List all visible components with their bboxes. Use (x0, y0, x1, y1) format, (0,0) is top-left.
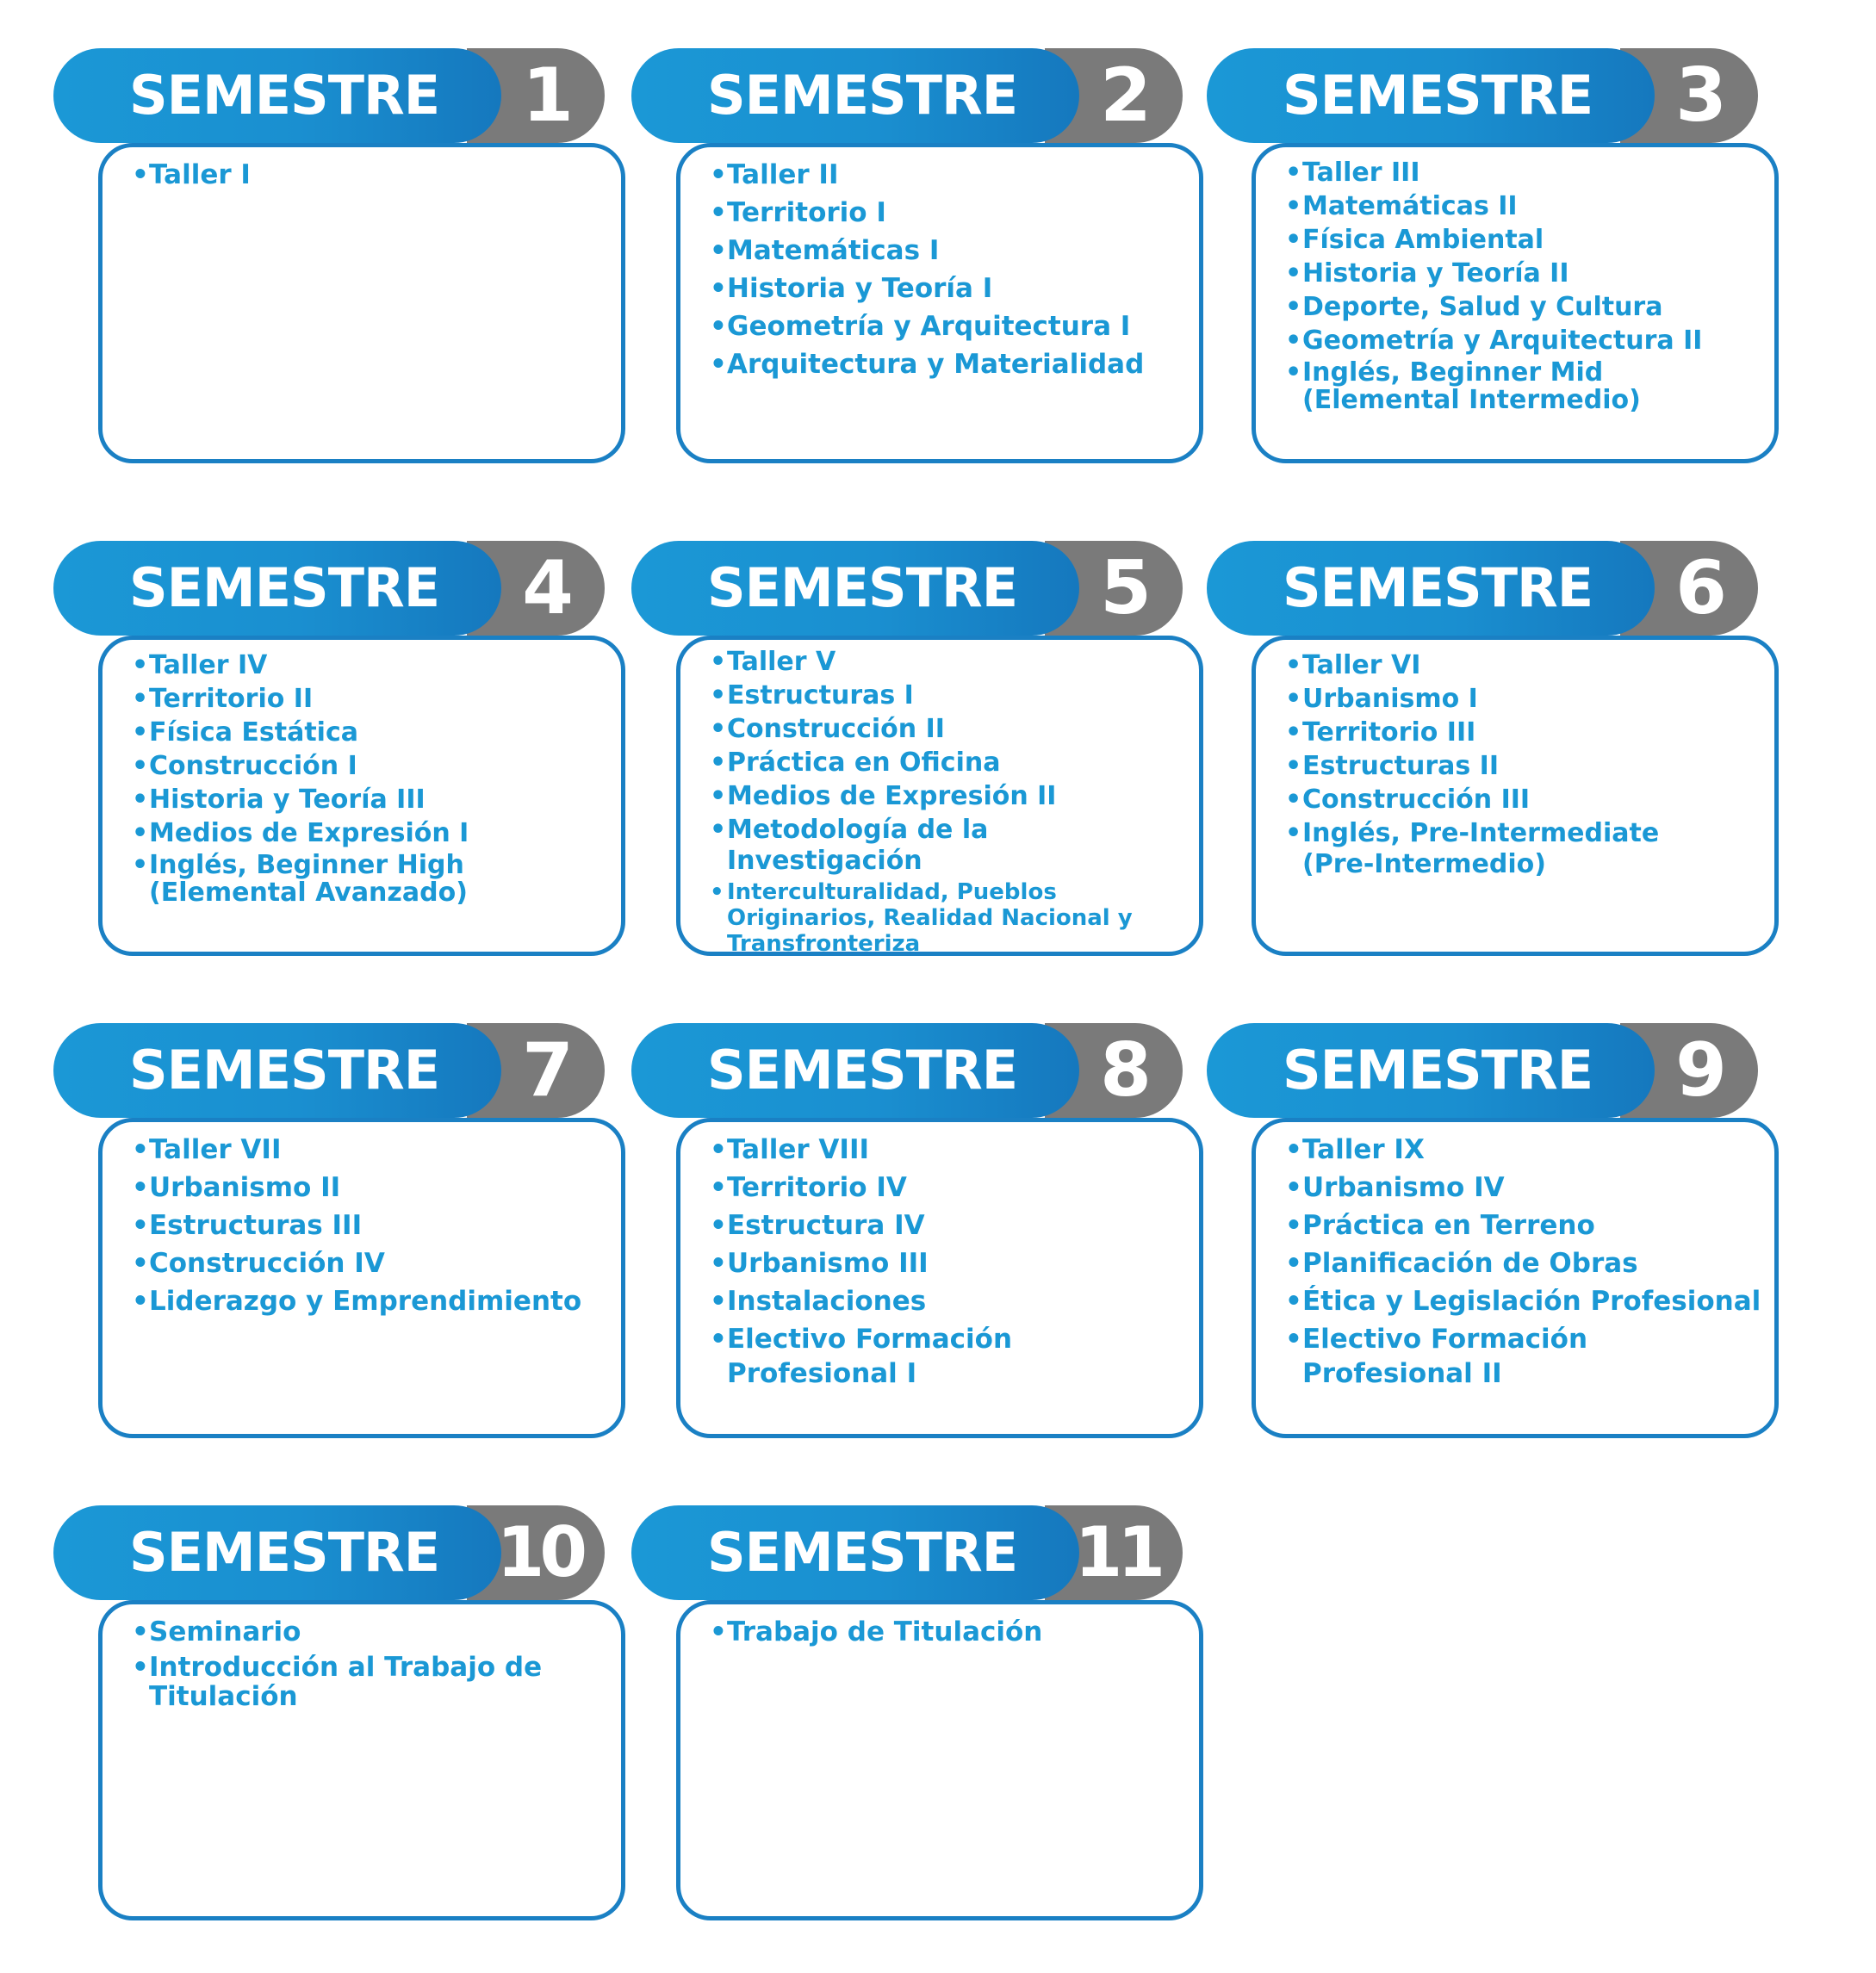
subjects-box: Trabajo de Titulación (676, 1600, 1203, 1920)
subjects-box: Taller VII Urbanismo II Estructuras III … (98, 1118, 625, 1438)
subject-item: Historia y Teoría I (710, 271, 1189, 306)
semester-card-5: 5 SEMESTRE Taller V Estructuras I Constr… (631, 541, 1203, 961)
subject-list: Seminario Introducción al Trabajo de Tit… (132, 1615, 611, 1715)
subject-item: Taller IV (132, 650, 611, 681)
subject-item: Taller I (132, 158, 611, 192)
subject-list: Taller II Territorio I Matemáticas I His… (710, 158, 1189, 385)
subject-item: Introducción al Trabajo de Titulación (132, 1653, 611, 1711)
subject-item: Arquitectura y Materialidad (710, 347, 1189, 382)
semester-title: SEMESTRE (53, 1505, 501, 1600)
subjects-box: Seminario Introducción al Trabajo de Tit… (98, 1600, 625, 1920)
subject-item: Ética y Legislación Profesional (1285, 1284, 1764, 1318)
subject-item: Territorio III (1285, 717, 1764, 748)
semester-card-1: 1 SEMESTRE Taller I (53, 48, 625, 468)
semester-title: SEMESTRE (53, 541, 501, 636)
subject-item: Urbanismo I (1285, 684, 1764, 715)
semester-card-4: 4 SEMESTRE Taller IV Territorio II Físic… (53, 541, 625, 961)
semester-card-9: 9 SEMESTRE Taller IX Urbanismo IV Prácti… (1207, 1023, 1779, 1443)
subject-item: Medios de Expresión I (132, 818, 611, 849)
subjects-box: Taller IX Urbanismo IV Práctica en Terre… (1252, 1118, 1779, 1438)
subject-item: Electivo Formación Profesional II (1285, 1322, 1764, 1391)
subject-item: Estructura IV (710, 1208, 1189, 1243)
subject-item: Estructuras II (1285, 751, 1764, 782)
semester-card-7: 7 SEMESTRE Taller VII Urbanismo II Estru… (53, 1023, 625, 1443)
semester-card-3: 3 SEMESTRE Taller III Matemáticas II Fís… (1207, 48, 1779, 468)
subject-item: Metodología de la Investigación (710, 815, 1189, 877)
semester-title: SEMESTRE (1207, 541, 1655, 636)
subject-item: Construcción III (1285, 785, 1764, 816)
subject-list: Taller VII Urbanismo II Estructuras III … (132, 1132, 611, 1322)
subjects-box: Taller VIII Territorio IV Estructura IV … (676, 1118, 1203, 1438)
subject-item: Estructuras I (710, 680, 1189, 711)
subject-list: Taller IV Territorio II Física Estática … (132, 650, 611, 909)
semester-title: SEMESTRE (631, 541, 1079, 636)
subject-item: Historia y Teoría III (132, 785, 611, 816)
subject-item: Práctica en Terreno (1285, 1208, 1764, 1243)
subject-item: Física Estática (132, 717, 611, 748)
subjects-box: Taller II Territorio I Matemáticas I His… (676, 143, 1203, 463)
subject-list: Taller I (132, 158, 611, 195)
subject-item: Construcción IV (132, 1246, 611, 1281)
subject-item: Construcción I (132, 751, 611, 782)
subject-item: Matemáticas I (710, 233, 1189, 268)
semester-card-11: 11 SEMESTRE Trabajo de Titulación (631, 1505, 1203, 1926)
subject-item: Taller VII (132, 1132, 611, 1167)
subject-list: Taller III Matemáticas II Física Ambient… (1285, 158, 1764, 417)
subject-list: Taller VI Urbanismo I Territorio III Est… (1285, 650, 1764, 883)
subject-list: Taller VIII Territorio IV Estructura IV … (710, 1132, 1189, 1394)
subject-item: Geometría y Arquitectura I (710, 309, 1189, 344)
subject-item: Territorio IV (710, 1170, 1189, 1205)
subject-list: Taller V Estructuras I Construcción II P… (710, 647, 1189, 959)
subject-item: Urbanismo III (710, 1246, 1189, 1281)
subject-item: Taller III (1285, 158, 1764, 189)
subject-item: Trabajo de Titulación (710, 1615, 1189, 1649)
subject-item: Geometría y Arquitectura II (1285, 326, 1764, 357)
semester-card-8: 8 SEMESTRE Taller VIII Territorio IV Est… (631, 1023, 1203, 1443)
subject-item: Matemáticas II (1285, 191, 1764, 222)
subject-item: Inglés, Pre-Intermediate (Pre-Intermedio… (1285, 818, 1764, 880)
subject-list: Trabajo de Titulación (710, 1615, 1189, 1653)
subject-item: Urbanismo II (132, 1170, 611, 1205)
subject-item: Interculturalidad, Pueblos Originarios, … (710, 879, 1189, 957)
subject-item: Taller IX (1285, 1132, 1764, 1167)
subject-item: Deporte, Salud y Cultura (1285, 292, 1764, 323)
subject-item: Territorio II (132, 684, 611, 715)
subject-item: Taller II (710, 158, 1189, 192)
subject-item: Física Ambiental (1285, 225, 1764, 256)
subject-item: Historia y Teoría II (1285, 258, 1764, 289)
semester-card-2: 2 SEMESTRE Taller II Territorio I Matemá… (631, 48, 1203, 468)
subject-item: Taller VI (1285, 650, 1764, 681)
subject-item: Territorio I (710, 195, 1189, 230)
semester-title: SEMESTRE (631, 48, 1079, 143)
subjects-box: Taller V Estructuras I Construcción II P… (676, 636, 1203, 959)
subject-item: Inglés, Beginner High (Elemental Avanzad… (132, 852, 611, 907)
subject-item: Urbanismo IV (1285, 1170, 1764, 1205)
semester-card-10: 10 SEMESTRE Seminario Introducción al Tr… (53, 1505, 625, 1926)
subject-list: Taller IX Urbanismo IV Práctica en Terre… (1285, 1132, 1764, 1394)
subject-item: Estructuras III (132, 1208, 611, 1243)
subjects-box: Taller III Matemáticas II Física Ambient… (1252, 143, 1779, 463)
semester-card-6: 6 SEMESTRE Taller VI Urbanismo I Territo… (1207, 541, 1779, 961)
subject-item: Taller V (710, 647, 1189, 678)
semester-title: SEMESTRE (1207, 48, 1655, 143)
subject-item: Medios de Expresión II (710, 781, 1189, 812)
subject-item: Liderazgo y Emprendimiento (132, 1284, 611, 1318)
subject-item: Inglés, Beginner Mid (Elemental Intermed… (1285, 359, 1764, 414)
subject-item: Instalaciones (710, 1284, 1189, 1318)
subject-item: Electivo Formación Profesional I (710, 1322, 1189, 1391)
semester-title: SEMESTRE (1207, 1023, 1655, 1118)
semester-title: SEMESTRE (631, 1505, 1079, 1600)
semester-title: SEMESTRE (53, 48, 501, 143)
subject-item: Construcción II (710, 714, 1189, 745)
semester-title: SEMESTRE (631, 1023, 1079, 1118)
subjects-box: Taller IV Territorio II Física Estática … (98, 636, 625, 956)
subject-item: Práctica en Oficina (710, 748, 1189, 779)
subjects-box: Taller VI Urbanismo I Territorio III Est… (1252, 636, 1779, 956)
subject-item: Seminario (132, 1615, 611, 1649)
subject-item: Planificación de Obras (1285, 1246, 1764, 1281)
subjects-box: Taller I (98, 143, 625, 463)
subject-item: Taller VIII (710, 1132, 1189, 1167)
semester-title: SEMESTRE (53, 1023, 501, 1118)
